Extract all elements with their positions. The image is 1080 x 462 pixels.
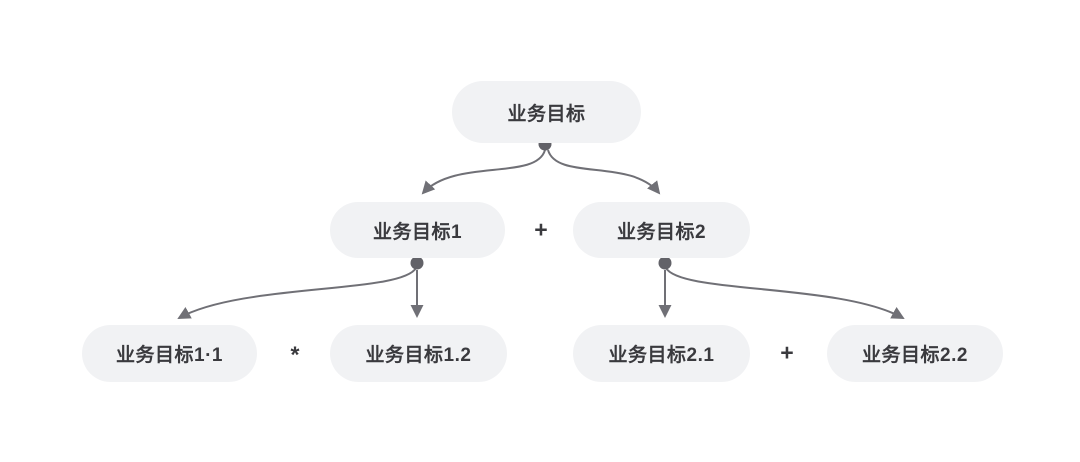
operator-plus-level3: + <box>780 339 794 366</box>
node-goal-2-label: 业务目标2 <box>616 221 707 243</box>
node-root-goal: 业务目标 <box>452 81 641 143</box>
branch-dot-goal1 <box>410 256 424 270</box>
operator-plus-level2: + <box>534 216 548 243</box>
node-goal-1: 业务目标1 <box>330 202 505 258</box>
node-goal-2-2: 业务目标2.2 <box>827 325 1003 382</box>
node-goal-2: 业务目标2 <box>573 202 750 258</box>
node-goal-2-2-label: 业务目标2.2 <box>862 345 968 366</box>
branch-dot-goal2 <box>658 256 672 270</box>
connector-goal2-to-goal2-2 <box>665 267 905 319</box>
node-goal-2-1-label: 业务目标2.1 <box>608 345 715 366</box>
node-goal-1-label: 业务目标1 <box>372 221 463 243</box>
node-goal-2-1: 业务目标2.1 <box>573 325 750 382</box>
node-goal-1-1: 业务目标1·1 <box>82 325 257 382</box>
connector-root-to-goal1 <box>421 149 546 195</box>
node-goal-1-1-label: 业务目标1·1 <box>116 345 223 366</box>
node-root-goal-label: 业务目标 <box>507 103 586 125</box>
connector-root-to-goal2 <box>547 149 661 195</box>
operator-multiply-level3: * <box>290 341 300 368</box>
connector-goal1-to-goal1-1 <box>177 267 417 319</box>
node-goal-1-2-label: 业务目标1.2 <box>365 345 472 366</box>
node-goal-1-2: 业务目标1.2 <box>330 325 507 382</box>
